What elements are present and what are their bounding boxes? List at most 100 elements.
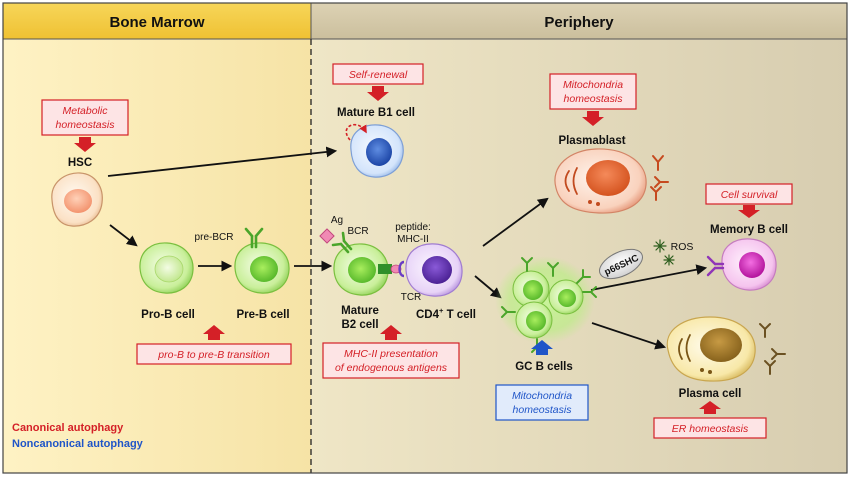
- legend-noncanonical: Noncanonical autophagy: [12, 438, 144, 450]
- pre-bcr-receptor-icon: [244, 227, 264, 249]
- gc-bcr-icons: [501, 257, 597, 353]
- differentiation-arrows: [107, 146, 708, 350]
- cd4-t-cell: [405, 243, 463, 297]
- mature-b1-cell: [345, 123, 404, 178]
- arrow-to-memory: [590, 264, 708, 291]
- pre-b-label: Pre-B cell: [236, 309, 289, 321]
- metabolic-homeostasis-box: Metabolic homeostasis: [41, 99, 129, 152]
- self-renewal-arrow-icon: [367, 86, 389, 101]
- bone-marrow-header: Bone Marrow: [109, 14, 204, 31]
- svg-text:homeostasis: homeostasis: [513, 404, 573, 416]
- mito-homeostasis-gc-box: Mitochondria homeostasis: [495, 384, 589, 421]
- periphery-header: Periphery: [544, 14, 614, 31]
- svg-text:of endogenous antigens: of endogenous antigens: [335, 362, 448, 374]
- memory-bcr-icon: [706, 255, 725, 277]
- svg-text:Self-renewal: Self-renewal: [349, 69, 408, 81]
- pro-b-label: Pro-B cell: [141, 309, 195, 321]
- pre-b-cell: [234, 227, 290, 294]
- hsc-label: HSC: [68, 157, 92, 169]
- memory-b-nucleus: [739, 252, 765, 278]
- plasma-label: Plasma cell: [679, 388, 742, 400]
- plasma-antibody-icons: [759, 323, 786, 375]
- gc-cell-2: [548, 279, 584, 315]
- legend-canonical: Canonical autophagy: [12, 422, 124, 434]
- plasma-nucleus: [700, 328, 742, 362]
- hsc-cell: [51, 172, 103, 227]
- plasmablast-cell: [554, 148, 647, 214]
- svg-text:Mitochondria: Mitochondria: [512, 390, 572, 402]
- antigen-icon: [319, 228, 335, 244]
- gc-b-cells-cluster: [495, 256, 597, 353]
- mature-b2-cell: [319, 228, 405, 296]
- memory-b-label: Memory B cell: [710, 224, 788, 236]
- self-renewal-loop-icon: [345, 123, 367, 141]
- svg-text:Cell survival: Cell survival: [721, 189, 778, 201]
- gc-blue-arrow-icon: [531, 340, 553, 355]
- p66shc-pill: [599, 248, 643, 280]
- mito-top-arrow-icon: [582, 111, 604, 126]
- plasmablast-label: Plasmablast: [558, 135, 625, 147]
- svg-text:homeostasis: homeostasis: [56, 119, 116, 131]
- metabolic-arrow-icon: [74, 137, 96, 152]
- tcr-label: TCR: [401, 292, 422, 303]
- bcr-receptor-icon: [331, 231, 353, 254]
- plasmablast-er-icon: [564, 167, 578, 195]
- ros-label: ROS: [671, 241, 694, 253]
- arrow-to-plasmablast: [482, 197, 549, 247]
- hsc-nucleus: [64, 189, 92, 213]
- plasma-cell: [666, 316, 756, 382]
- tcr-icon: [398, 260, 405, 278]
- pre-bcr-label: pre-BCR: [195, 232, 234, 243]
- arrow-hsc-to-b1: [107, 146, 338, 177]
- peptide-label-line1: peptide:: [395, 222, 431, 233]
- mhc-arrow-icon: [380, 325, 402, 340]
- pro-b-nucleus: [154, 255, 184, 283]
- ag-label: Ag: [331, 215, 343, 226]
- plasma-er-icon: [678, 334, 691, 362]
- mhc-ii-icon: [378, 264, 392, 274]
- figure-border: [2, 2, 848, 474]
- gc-b-label: GC B cells: [515, 361, 573, 373]
- b2-nucleus: [348, 257, 376, 283]
- mature-b1-label: Mature B1 cell: [337, 107, 415, 119]
- svg-text:pro-B to pre-B transition: pro-B to pre-B transition: [157, 349, 270, 361]
- process-boxes: Metabolic homeostasis Self-renewal Mitoc…: [41, 63, 793, 439]
- peptide-label-line2: MHC-II: [397, 234, 429, 245]
- svg-text:Metabolic: Metabolic: [63, 105, 109, 117]
- cell-survival-box: Cell survival: [705, 183, 793, 218]
- er-arrow-icon: [699, 401, 721, 414]
- cd4-nucleus: [422, 256, 452, 284]
- b1-nucleus: [366, 138, 392, 166]
- pro-to-pre-transition-box: pro-B to pre-B transition: [136, 325, 292, 365]
- svg-text:MHC-II presentation: MHC-II presentation: [344, 348, 438, 360]
- bone-marrow-panel: [3, 3, 311, 473]
- gc-cell-3: [515, 301, 553, 339]
- bcr-label: BCR: [347, 226, 368, 237]
- plasmablast-antibody-icons: [650, 155, 669, 201]
- mature-b2-label-line1: Mature: [341, 305, 379, 317]
- cd4-t-label: CD4+ T cell: [416, 306, 476, 321]
- gc-cell-1: [512, 270, 550, 308]
- ros-burst-icons: [653, 239, 675, 266]
- bone-marrow-header-bar: [3, 3, 311, 39]
- svg-text:ER homeostasis: ER homeostasis: [672, 423, 749, 435]
- arrow-to-plasma: [591, 322, 667, 350]
- periphery-header-bar: [311, 3, 847, 39]
- svg-text:Mitochondria: Mitochondria: [563, 79, 623, 91]
- arrow-hsc-to-prob: [109, 224, 138, 247]
- pro-b-cell: [139, 242, 194, 294]
- memory-b-cell: [706, 238, 777, 291]
- pre-b-nucleus: [250, 256, 278, 282]
- plasmablast-nucleus: [586, 160, 630, 196]
- mature-b2-label-line2: B2 cell: [341, 319, 378, 331]
- mhc-ii-presentation-box: MHC-II presentation of endogenous antige…: [322, 325, 460, 379]
- legend: Canonical autophagy Noncanonical autopha…: [12, 422, 144, 450]
- cell-survival-arrow-icon: [738, 205, 760, 218]
- er-homeostasis-box: ER homeostasis: [653, 401, 767, 439]
- svg-text:homeostasis: homeostasis: [564, 93, 624, 105]
- pro-to-pre-arrow-icon: [203, 325, 225, 340]
- self-renewal-box: Self-renewal: [332, 63, 424, 101]
- mito-homeostasis-top-box: Mitochondria homeostasis: [549, 73, 637, 126]
